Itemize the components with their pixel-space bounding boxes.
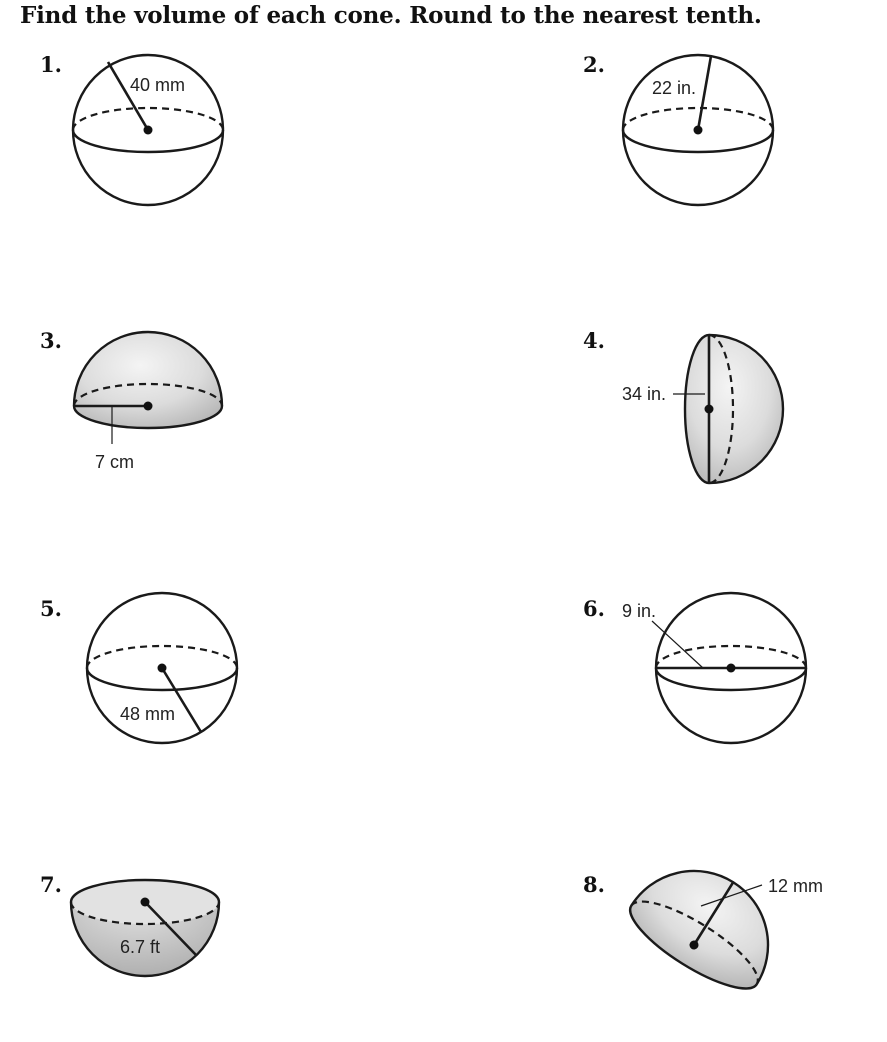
problem-2-number: 2. (583, 52, 605, 77)
radius-label: 12 mm (768, 876, 823, 896)
hemisphere-figure-4: 34 in. (622, 333, 785, 485)
radius-label: 40 mm (130, 75, 185, 95)
sphere-figure-5: 48 mm (85, 591, 239, 745)
problem-3-number: 3. (40, 328, 62, 353)
sphere-figure-2: 22 in. (621, 53, 775, 207)
problem-7-number: 7. (40, 872, 62, 897)
radius-label: 22 in. (652, 78, 696, 98)
problem-5-number: 5. (40, 596, 62, 621)
hemisphere-figure-3: 7 cm (72, 330, 224, 472)
worksheet-title: Find the volume of each cone. Round to t… (20, 2, 762, 29)
sphere-figure-6: 9 in. (622, 591, 808, 745)
problem-1-number: 1. (40, 52, 62, 77)
hemisphere-figure-7: 6.7 ft (69, 878, 221, 978)
radius-label: 6.7 ft (120, 937, 160, 957)
problem-4-number: 4. (583, 328, 605, 353)
problem-8-number: 8. (583, 872, 605, 897)
diameter-label: 34 in. (622, 384, 666, 404)
sphere-figure-1: 40 mm (71, 53, 225, 207)
diameter-label: 48 mm (120, 704, 175, 724)
radius-label: 7 cm (95, 452, 134, 472)
radius-label: 9 in. (622, 601, 656, 621)
hemisphere-figure-8: 12 mm (628, 869, 823, 990)
problem-6-number: 6. (583, 596, 605, 621)
